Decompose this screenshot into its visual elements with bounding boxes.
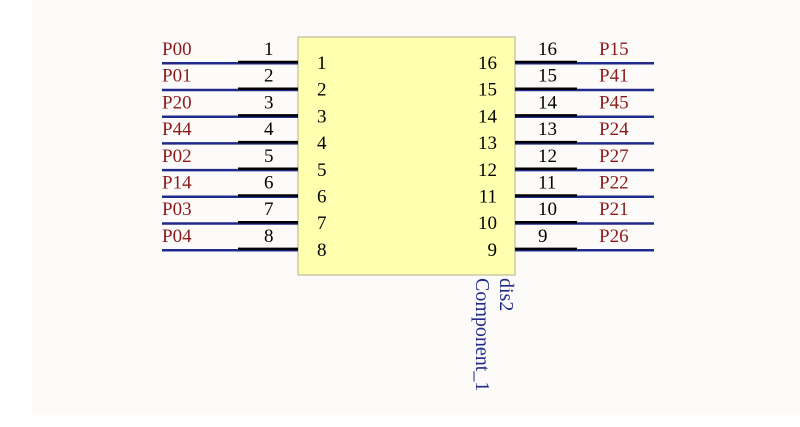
net-label[interactable]: P03 bbox=[162, 199, 192, 220]
pin-designator[interactable]: 1 bbox=[317, 53, 327, 74]
pin-number[interactable]: 4 bbox=[264, 119, 274, 140]
pin-number[interactable]: 12 bbox=[538, 146, 557, 167]
pin-number[interactable]: 15 bbox=[538, 66, 557, 87]
pin-number[interactable]: 2 bbox=[264, 66, 274, 87]
pin-number[interactable]: 5 bbox=[264, 146, 274, 167]
pin-number[interactable]: 6 bbox=[264, 173, 274, 194]
pin-number[interactable]: 3 bbox=[264, 92, 274, 113]
pin-designator[interactable]: 10 bbox=[478, 213, 497, 234]
net-label[interactable]: P15 bbox=[599, 39, 629, 60]
pin-number[interactable]: 11 bbox=[538, 173, 556, 194]
net-label[interactable]: P01 bbox=[162, 66, 192, 87]
net-label[interactable]: P00 bbox=[162, 39, 192, 60]
pin-designator[interactable]: 7 bbox=[317, 213, 327, 234]
pin-designator[interactable]: 3 bbox=[317, 106, 327, 127]
pin-designator[interactable]: 13 bbox=[478, 133, 497, 154]
net-label[interactable]: P24 bbox=[599, 119, 629, 140]
component-comment[interactable]: Component_1 bbox=[471, 278, 493, 391]
net-label[interactable]: P22 bbox=[599, 173, 629, 194]
pin-designator[interactable]: 4 bbox=[317, 133, 327, 154]
component-labels: dis2 Component_1 bbox=[471, 278, 517, 391]
pin-number[interactable]: 13 bbox=[538, 119, 557, 140]
pin-designator[interactable]: 8 bbox=[317, 240, 327, 261]
net-label[interactable]: P26 bbox=[599, 226, 629, 247]
pin-designator[interactable]: 14 bbox=[478, 106, 498, 127]
net-label[interactable]: P41 bbox=[599, 66, 629, 87]
pin-number[interactable]: 7 bbox=[264, 199, 274, 220]
pin-number[interactable]: 8 bbox=[264, 226, 274, 247]
net-label[interactable]: P04 bbox=[162, 226, 192, 247]
pin-designator[interactable]: 16 bbox=[478, 53, 497, 74]
pin-designator[interactable]: 9 bbox=[488, 240, 498, 261]
net-label[interactable]: P14 bbox=[162, 173, 192, 194]
net-label[interactable]: P21 bbox=[599, 199, 629, 220]
pin-designator[interactable]: 11 bbox=[479, 187, 497, 208]
pin-number[interactable]: 1 bbox=[264, 39, 274, 60]
component-body[interactable] bbox=[297, 36, 516, 276]
pin-number[interactable]: 16 bbox=[538, 39, 557, 60]
pin-number[interactable]: 9 bbox=[538, 226, 548, 247]
pin-designator[interactable]: 5 bbox=[317, 160, 327, 181]
net-label[interactable]: P20 bbox=[162, 92, 192, 113]
net-label[interactable]: P02 bbox=[162, 146, 192, 167]
pin-number[interactable]: 10 bbox=[538, 199, 557, 220]
pin-designator[interactable]: 2 bbox=[317, 80, 327, 101]
pin-designator[interactable]: 6 bbox=[317, 187, 327, 208]
pin-designator[interactable]: 15 bbox=[478, 80, 497, 101]
component-designator[interactable]: dis2 bbox=[495, 278, 517, 311]
pin-designator[interactable]: 12 bbox=[478, 160, 497, 181]
net-label[interactable]: P44 bbox=[162, 119, 192, 140]
net-label[interactable]: P45 bbox=[599, 92, 629, 113]
pin-number[interactable]: 14 bbox=[538, 92, 558, 113]
net-label[interactable]: P27 bbox=[599, 146, 629, 167]
